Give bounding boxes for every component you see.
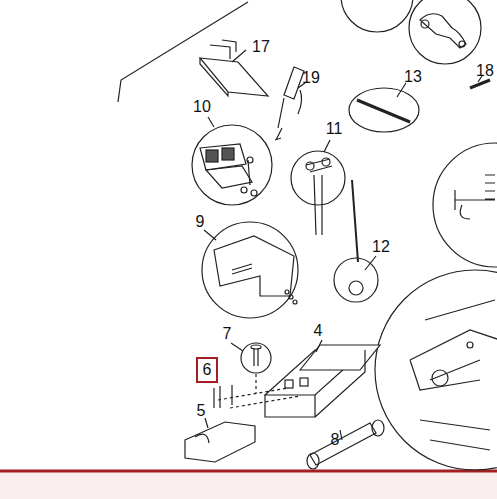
callout-number: 17 xyxy=(252,39,270,55)
callout-number: 4 xyxy=(314,323,323,339)
callout-number: 12 xyxy=(372,239,390,255)
callout-number: 13 xyxy=(404,69,422,85)
callout-number: 5 xyxy=(197,403,206,419)
callout-number: 19 xyxy=(302,70,320,86)
highlight-box: 6 xyxy=(196,357,218,383)
callout-number: 6 xyxy=(203,362,212,378)
callout-number: 7 xyxy=(223,326,232,342)
callout-number: 10 xyxy=(193,99,211,115)
callout-number: 9 xyxy=(196,214,205,230)
callout-number: 8 xyxy=(331,432,340,448)
callout-number: 18 xyxy=(476,63,494,79)
callout-number: 11 xyxy=(326,121,343,137)
